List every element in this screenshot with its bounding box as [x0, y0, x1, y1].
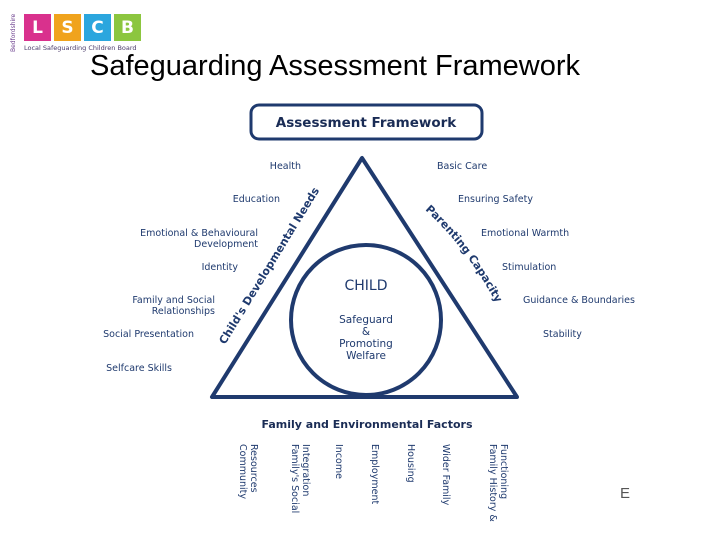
bottom-item: Community — [237, 444, 248, 499]
framework-triangle — [210, 156, 519, 399]
bottom-item: Family History & — [487, 444, 498, 522]
bottom-item: Family's Social — [289, 444, 300, 513]
logo-letters: L S C B — [24, 14, 141, 41]
logo-letter-l: L — [24, 14, 51, 41]
slide-title: Safeguarding Assessment Framework — [90, 50, 580, 82]
left-item: Selfcare Skills — [106, 363, 172, 374]
left-item: Health — [270, 161, 301, 172]
child-center-line: & — [362, 326, 370, 338]
logo-letter-c: C — [84, 14, 111, 41]
left-item: Emotional & Behavioural — [140, 228, 258, 239]
header-label: Assessment Framework — [276, 115, 457, 131]
logo-letter-s: S — [54, 14, 81, 41]
right-item: Basic Care — [437, 161, 487, 172]
right-item: Emotional Warmth — [481, 228, 569, 239]
bottom-item: Employment — [369, 444, 380, 504]
child-center-line: Safeguard — [339, 314, 393, 326]
right-item: Ensuring Safety — [458, 194, 533, 205]
header-box — [249, 103, 484, 141]
left-item: Education — [233, 194, 280, 205]
bottom-item: Functioning — [498, 444, 509, 499]
bottom-item: Resources — [248, 444, 259, 493]
left-item: Development — [194, 239, 258, 250]
left-item: Social Presentation — [103, 329, 194, 340]
child-circle — [289, 243, 443, 397]
bottom-item: Integration — [300, 444, 311, 496]
bottom-item: Wider Family — [440, 444, 451, 506]
right-item: Stability — [543, 329, 582, 340]
logo-letter-b: B — [114, 14, 141, 41]
child-title: CHILD — [344, 278, 387, 294]
base-label: Family and Environmental Factors — [262, 418, 473, 431]
right-item: Guidance & Boundaries — [523, 295, 635, 306]
child-center-line: Promoting — [339, 338, 393, 350]
child-center-line: Welfare — [346, 350, 386, 362]
left-item: Family and Social — [132, 295, 215, 306]
corner-letter: E — [620, 485, 631, 502]
logo-subtitle: Local Safeguarding Children Board — [24, 44, 137, 52]
left-item: Identity — [202, 262, 239, 273]
bottom-item: Housing — [405, 444, 416, 483]
right-item: Stimulation — [502, 262, 556, 273]
left-item: Relationships — [152, 306, 215, 317]
bottom-item: Income — [333, 444, 344, 479]
lscb-logo: Bedfordshire L S C B Local Safeguarding … — [10, 12, 145, 54]
